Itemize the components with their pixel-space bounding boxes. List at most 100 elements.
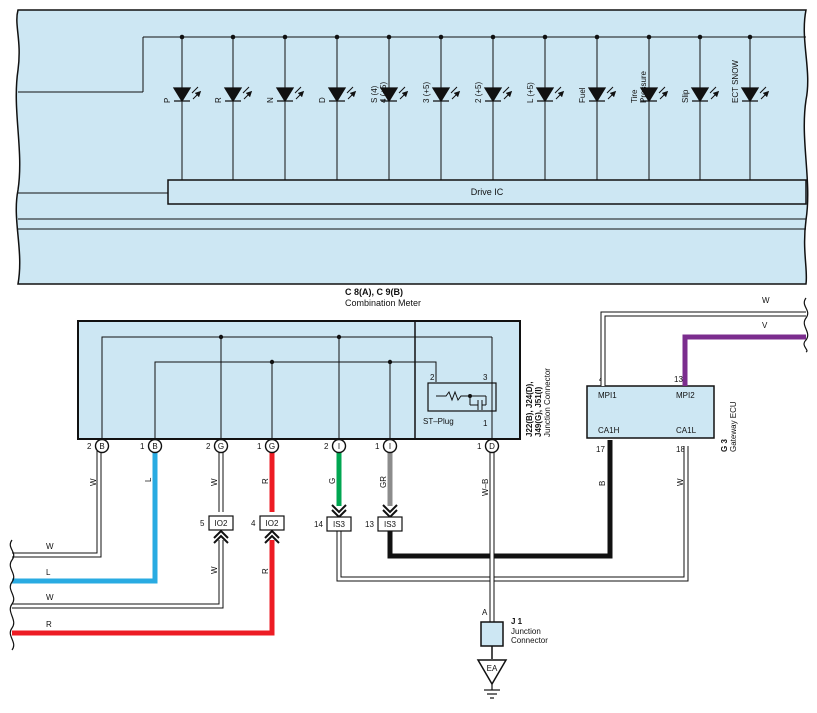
st-plug-box xyxy=(427,382,497,412)
j1-junction-connector: A J 1 Junction Connector EA xyxy=(476,608,548,699)
gateway-pin-ca1l: CA1L xyxy=(676,426,697,435)
led-5: S (4)4 (+5) xyxy=(370,34,406,180)
connector-is3-14-code: IS3 xyxy=(333,520,346,529)
led-label: Slip xyxy=(681,89,690,103)
led-12: ECT SNOW xyxy=(731,34,767,180)
label-wire-l: L xyxy=(144,477,153,482)
led-7: 2 (+5) xyxy=(474,34,510,180)
label-left-w-1: W xyxy=(46,542,54,551)
led-label: 3 (+5) xyxy=(422,82,431,103)
ground-label: EA xyxy=(487,664,498,673)
gateway-num-13: 13 xyxy=(674,375,683,384)
gateway-num-17: 17 xyxy=(596,445,605,454)
led-11: Slip xyxy=(681,34,717,180)
pin-letter: B xyxy=(152,442,157,451)
wire-labels: W L W R G GR W–B W R B W W V W L W R xyxy=(46,296,770,629)
pin-number: 1 xyxy=(140,442,145,451)
led-icon xyxy=(223,87,243,103)
led-label: ECT SNOW xyxy=(731,60,740,103)
drive-ic-box xyxy=(167,179,807,205)
gateway-name: Gateway ECU xyxy=(729,401,738,452)
j1-name-2: Connector xyxy=(511,636,548,645)
wire-b-can-high xyxy=(387,440,613,559)
ground-icon xyxy=(476,659,508,686)
led-8: L (+5) xyxy=(526,34,562,180)
gateway-code: G 3 xyxy=(720,439,729,452)
pin-letter: I xyxy=(389,442,391,451)
chevron-icon xyxy=(331,504,347,519)
pin-1-G: G1 xyxy=(257,438,280,454)
led-label: 2 (+5) xyxy=(474,82,483,103)
pin-letter: B xyxy=(99,442,104,451)
label-left-l: L xyxy=(46,568,51,577)
drive-ic-label: Drive IC xyxy=(471,187,504,197)
label-wire-w-mpi1: W xyxy=(762,296,770,305)
pin-1-D: D1 xyxy=(477,438,500,454)
gateway-pin-mpi1: MPI1 xyxy=(598,391,617,400)
junction-name: Junction Connector xyxy=(543,368,552,437)
led-icon xyxy=(690,87,710,103)
connector-io2-4-pin: 4 xyxy=(251,519,256,528)
st-pin-1: 1 xyxy=(483,419,488,428)
led-label: Fuel xyxy=(578,87,587,103)
meter-lower-panel xyxy=(77,320,521,440)
led-label-2: 4 (+5) xyxy=(379,82,388,103)
wire-w-1 xyxy=(12,446,102,558)
led-9: Fuel xyxy=(578,34,614,180)
chevron-icon xyxy=(213,529,229,544)
label-wire-r: R xyxy=(261,478,270,484)
chevron-icon xyxy=(264,529,280,544)
led-2: R xyxy=(214,34,250,180)
led-3: N xyxy=(266,34,302,180)
gateway-num-18: 18 xyxy=(676,445,685,454)
led-label: R xyxy=(214,97,223,103)
connector-is3-13-pin: 13 xyxy=(365,520,374,529)
inline-connectors: IO2 5 IO2 4 IS3 14 IS3 13 xyxy=(200,504,403,544)
pin-letter: G xyxy=(218,442,224,451)
connector-is3-14-pin: 14 xyxy=(314,520,323,529)
led-label: P xyxy=(163,98,172,103)
pin-2-B: B2 xyxy=(87,438,110,454)
connector-io2-5-code: IO2 xyxy=(215,519,228,528)
connector-io2-5-pin: 5 xyxy=(200,519,205,528)
label-wire-gr: GR xyxy=(379,476,388,488)
led-1: P xyxy=(163,34,199,180)
pin-number: 1 xyxy=(375,442,380,451)
st-pin-2: 2 xyxy=(430,373,435,382)
label-wire-w-4: W xyxy=(676,478,685,486)
wire-l-blue xyxy=(12,446,158,584)
label-wire-w-1: W xyxy=(89,478,98,486)
label-left-r: R xyxy=(46,620,52,629)
meter-top-panel xyxy=(15,9,809,285)
gateway-pin-ca1h: CA1H xyxy=(598,426,620,435)
led-label: Tire xyxy=(630,89,639,103)
pin-letter: G xyxy=(269,442,275,451)
led-4: D xyxy=(318,34,354,180)
led-icon xyxy=(587,87,607,103)
pin-number: 2 xyxy=(87,442,92,451)
led-label: N xyxy=(266,97,275,103)
pin-1-B: B1 xyxy=(140,438,163,454)
st-plug-label: ST–Plug xyxy=(423,417,454,426)
connector-is3-14 xyxy=(326,516,352,532)
connector-io2-4-code: IO2 xyxy=(266,519,279,528)
led-icon xyxy=(431,87,451,103)
label-wire-r-2: R xyxy=(261,568,270,574)
label-wire-v: V xyxy=(762,321,768,330)
break-marks xyxy=(9,297,809,651)
j1-box xyxy=(480,621,504,647)
j1-pin: A xyxy=(482,608,488,617)
label-left-w-2: W xyxy=(46,593,54,602)
label-wire-wb: W–B xyxy=(481,479,490,496)
gateway-pin-mpi2: MPI2 xyxy=(676,391,695,400)
j1-name-1: Junction xyxy=(511,627,541,636)
junction-code-2: J49(G), J51(I) xyxy=(534,386,543,437)
label-wire-g: G xyxy=(328,478,337,484)
led-icon xyxy=(740,87,760,103)
pin-letter: D xyxy=(489,442,495,451)
connector-is3-13 xyxy=(377,516,403,532)
led-6: 3 (+5) xyxy=(422,34,458,180)
